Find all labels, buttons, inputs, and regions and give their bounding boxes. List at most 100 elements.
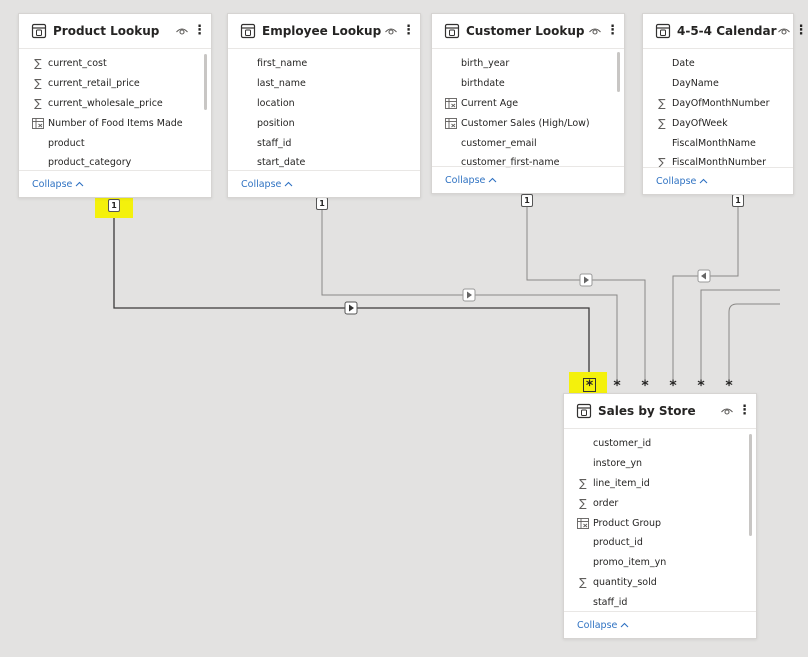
field-row[interactable]: staff_id <box>228 133 420 153</box>
table-icon <box>240 23 256 39</box>
field-row[interactable]: Date <box>643 54 793 74</box>
visibility-eye-icon[interactable] <box>588 24 602 38</box>
collapse-button[interactable]: Collapse <box>656 176 708 187</box>
field-row[interactable]: first_name <box>228 54 420 74</box>
collapse-button[interactable]: Collapse <box>445 175 497 186</box>
many-marker-offscreen-2[interactable]: * <box>725 378 733 394</box>
field-row[interactable]: product <box>19 133 211 153</box>
many-marker-calendar[interactable]: * <box>669 378 677 394</box>
field-row[interactable]: product_id <box>564 533 756 553</box>
field-row[interactable]: customer_first-name <box>432 153 624 173</box>
direction-arrow-employee <box>462 288 476 302</box>
field-row[interactable]: last_name <box>228 74 420 94</box>
relationship-line-offscreen-2[interactable] <box>728 303 780 380</box>
field-row[interactable]: staff_id <box>564 592 756 612</box>
field-label: current_retail_price <box>48 78 140 90</box>
collapse-button[interactable]: Collapse <box>577 620 629 631</box>
field-label: customer_id <box>593 438 652 450</box>
field-row[interactable]: customer_email <box>432 133 624 153</box>
field-row[interactable]: Current Age <box>432 94 624 114</box>
field-row[interactable]: birth_year <box>432 54 624 74</box>
field-row[interactable]: ∑line_item_id <box>564 474 756 494</box>
more-options-icon[interactable]: ⋮ <box>193 23 206 38</box>
sigma-icon: ∑ <box>579 496 587 510</box>
field-label: product_id <box>593 537 643 549</box>
scrollbar[interactable] <box>204 54 207 110</box>
collapse-label: Collapse <box>445 174 486 186</box>
field-row[interactable]: start_date <box>228 153 420 173</box>
one-marker-product[interactable]: 1 <box>108 199 120 212</box>
field-label: product_category <box>48 157 132 169</box>
collapse-button[interactable]: Collapse <box>32 179 84 190</box>
field-label: last_name <box>257 78 306 90</box>
table-header[interactable]: Employee Lookup⋮ <box>228 14 420 49</box>
field-row[interactable]: ∑quantity_sold <box>564 573 756 593</box>
table-card-product-lookup[interactable]: Product Lookup⋮ ∑current_cost∑current_ret… <box>18 13 212 198</box>
field-label: line_item_id <box>593 477 650 489</box>
table-header[interactable]: Product Lookup⋮ <box>19 14 211 49</box>
one-marker-customer[interactable]: 1 <box>521 194 533 207</box>
field-row[interactable]: promo_item_yn <box>564 553 756 573</box>
many-marker-product[interactable]: * <box>583 378 596 394</box>
field-row[interactable]: customer_id <box>564 434 756 454</box>
field-row[interactable]: ∑current_retail_price <box>19 74 211 94</box>
collapse-button[interactable]: Collapse <box>241 179 293 190</box>
scrollbar[interactable] <box>617 52 620 92</box>
more-options-icon[interactable]: ⋮ <box>402 23 415 38</box>
table-icon <box>444 23 460 39</box>
field-row[interactable]: ∑order <box>564 493 756 513</box>
sigma-icon: ∑ <box>658 156 666 170</box>
field-row[interactable]: Customer Sales (High/Low) <box>432 113 624 133</box>
one-marker-calendar[interactable]: 1 <box>732 194 744 207</box>
field-label: staff_id <box>257 137 292 149</box>
relationship-line-customer[interactable] <box>526 206 646 380</box>
many-marker-customer[interactable]: * <box>641 378 649 394</box>
field-row[interactable]: ∑current_cost <box>19 54 211 74</box>
field-row[interactable]: ∑ FiscalMonthNumber <box>643 153 793 173</box>
field-row[interactable]: product_category <box>19 153 211 173</box>
field-label: promo_item_yn <box>593 557 667 569</box>
field-row[interactable]: ∑current_wholesale_price <box>19 94 211 114</box>
scrollbar[interactable] <box>749 434 752 536</box>
table-header[interactable]: Sales by Store⋮ <box>564 394 756 429</box>
more-options-icon[interactable]: ⋮ <box>738 403 751 418</box>
more-options-icon[interactable]: ⋮ <box>606 23 619 38</box>
more-options-icon[interactable]: ⋮ <box>794 23 808 38</box>
field-row[interactable]: Product Group <box>564 513 756 533</box>
relationship-line-product[interactable] <box>113 212 590 380</box>
many-marker-employee[interactable]: * <box>613 378 621 394</box>
field-row[interactable]: FiscalMonthName <box>643 133 793 153</box>
relationship-line-offscreen-1[interactable] <box>700 289 780 380</box>
table-header[interactable]: 4-5-4 Calendar⋮ <box>643 14 808 49</box>
field-row[interactable]: Number of Food Items Made <box>19 113 211 133</box>
field-label: DayOfWeek <box>672 117 728 129</box>
field-label: product <box>48 137 85 149</box>
visibility-eye-icon[interactable] <box>175 24 189 38</box>
table-header[interactable]: Customer Lookup⋮ <box>432 14 624 49</box>
one-marker-employee[interactable]: 1 <box>316 197 328 210</box>
field-row[interactable]: ∑DayOfMonthNumber <box>643 94 793 114</box>
field-row[interactable]: position <box>228 113 420 133</box>
field-row[interactable]: ∑DayOfWeek <box>643 113 793 133</box>
field-label: staff_id <box>593 596 628 608</box>
field-row[interactable]: DayName <box>643 74 793 94</box>
many-marker-offscreen-1[interactable]: * <box>697 378 705 394</box>
visibility-eye-icon[interactable] <box>384 24 398 38</box>
visibility-eye-icon[interactable] <box>777 24 791 38</box>
field-label: customer_email <box>461 137 537 149</box>
field-label: location <box>257 97 295 109</box>
field-row[interactable]: location <box>228 94 420 114</box>
field-label: FiscalMonthNumber <box>672 157 766 169</box>
visibility-eye-icon[interactable] <box>720 404 734 418</box>
relationship-line-calendar[interactable] <box>672 206 739 380</box>
field-row[interactable]: birthdate <box>432 74 624 94</box>
field-row[interactable]: instore_yn <box>564 454 756 474</box>
chevron-up-icon <box>699 178 708 184</box>
